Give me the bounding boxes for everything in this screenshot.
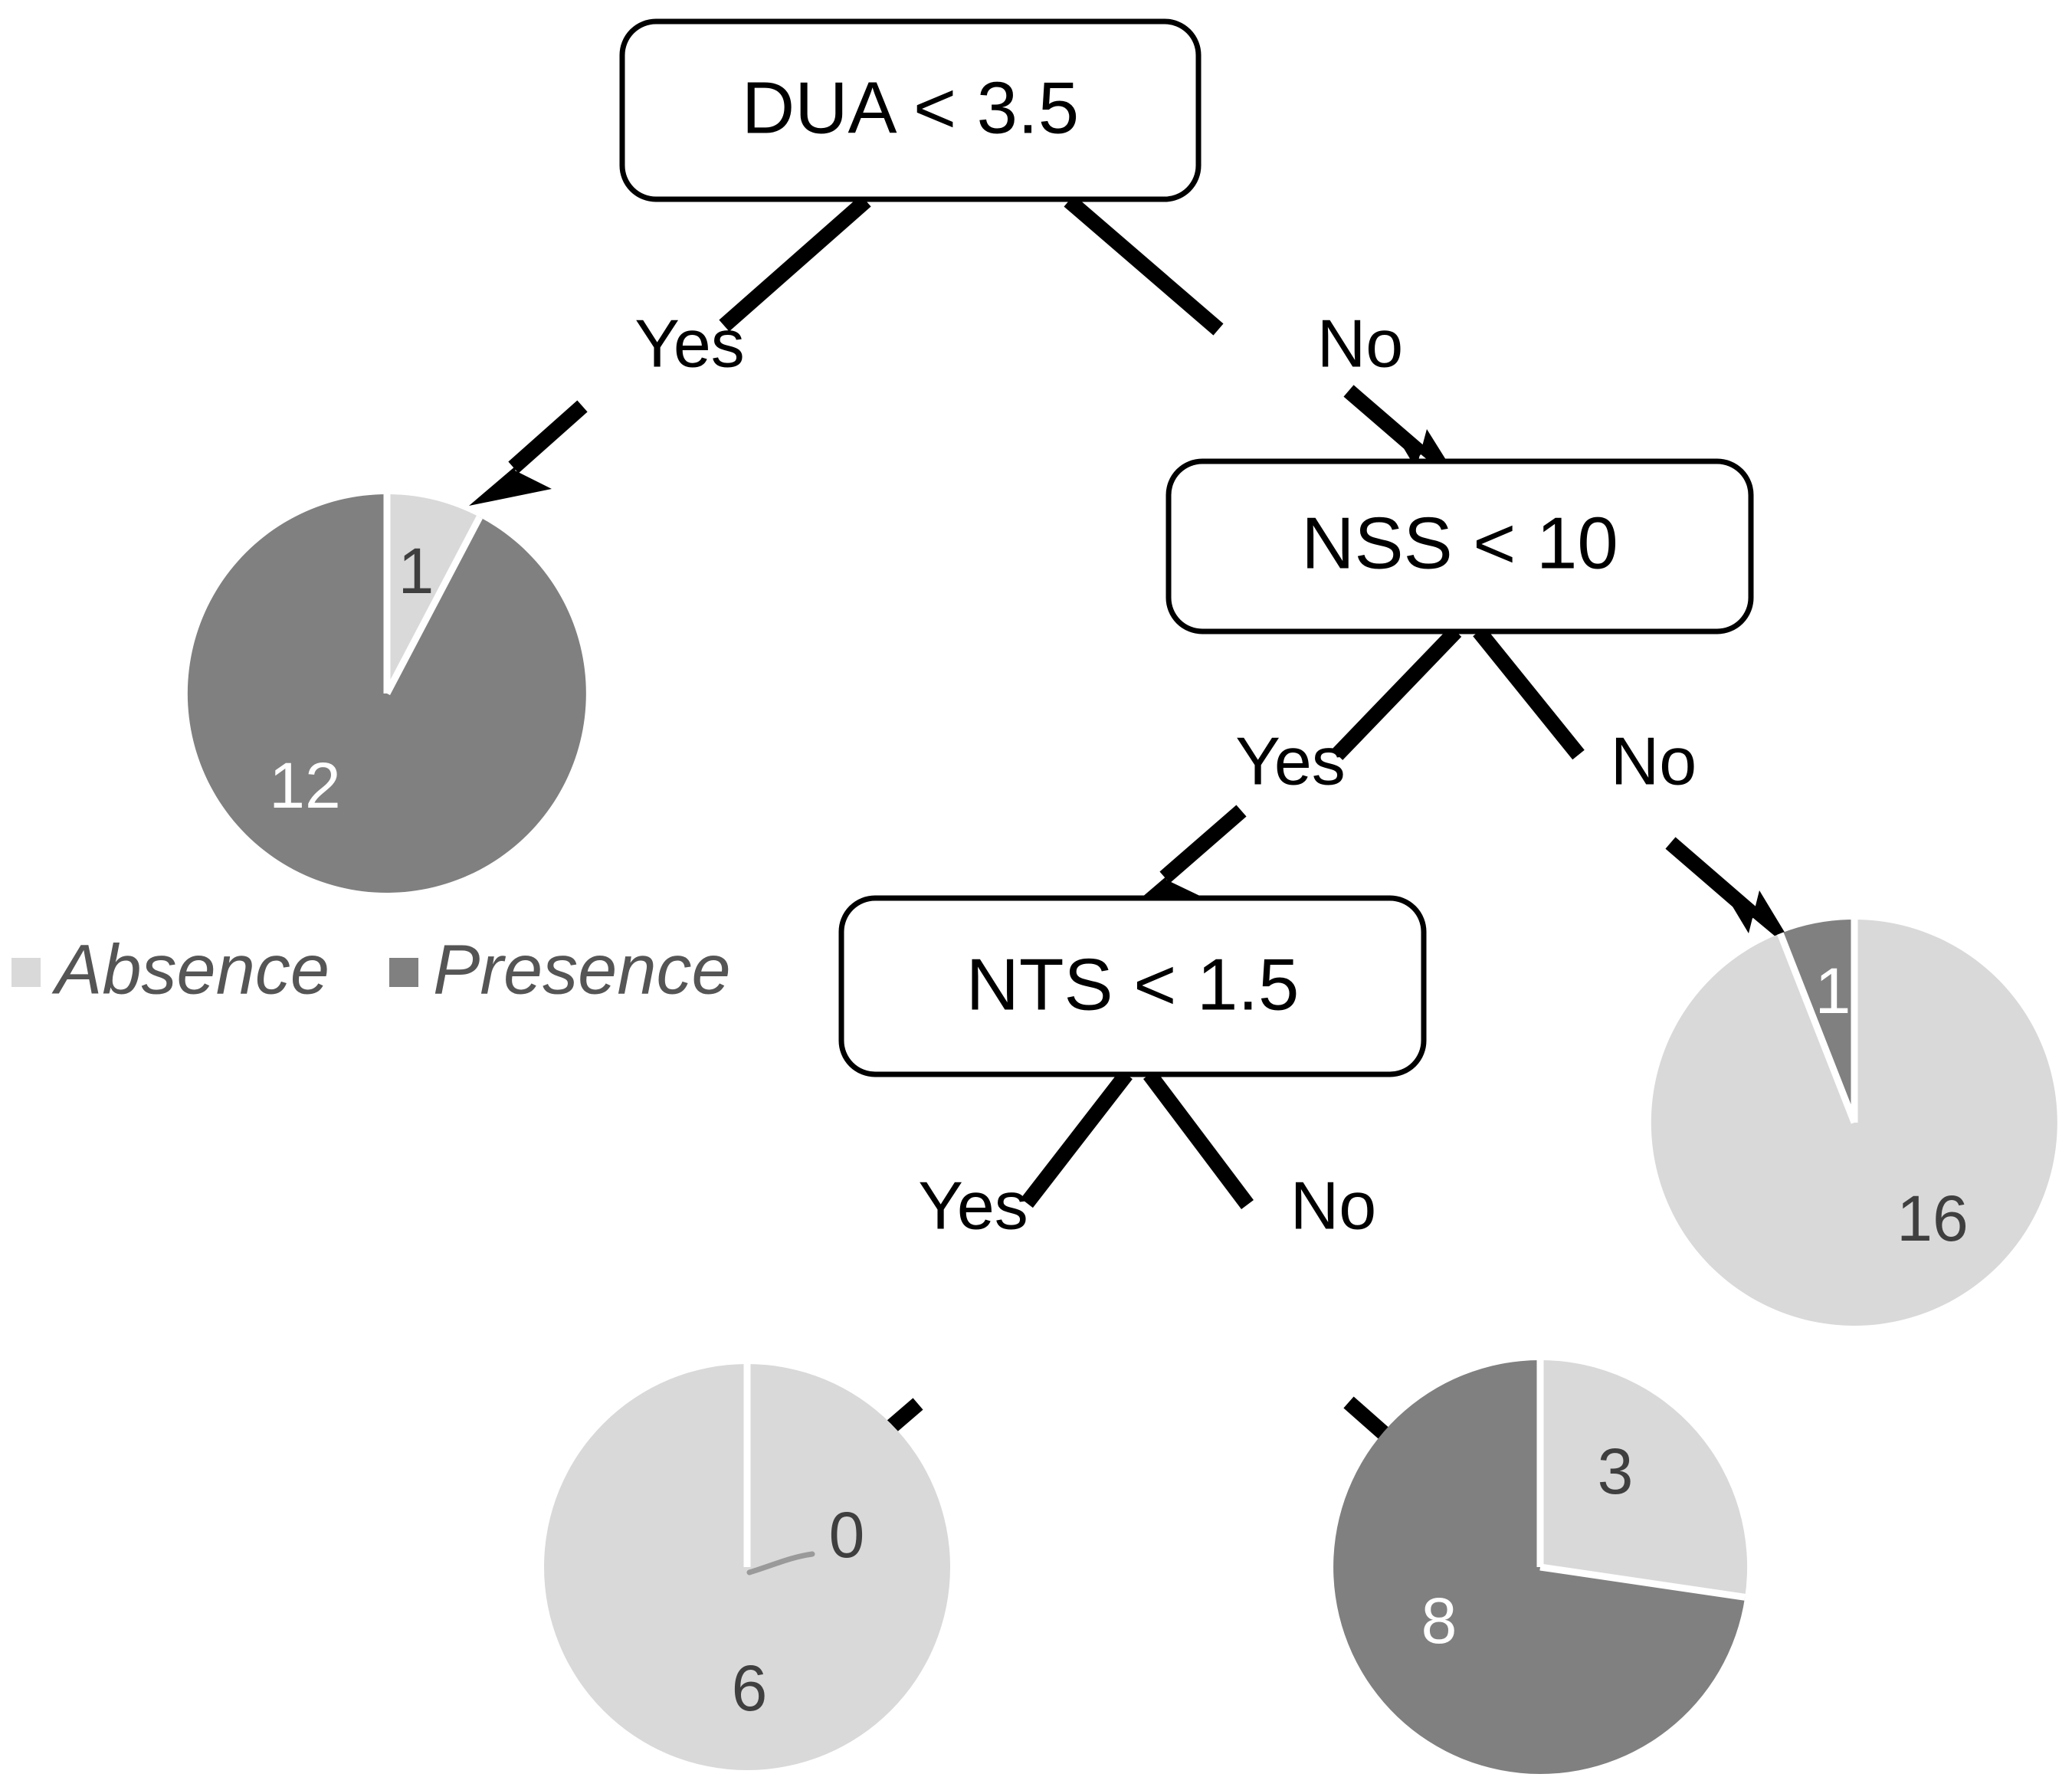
legend-item-presence[interactable]: Presence [389, 930, 731, 1008]
node-nts-label: NTS < 1.5 [966, 943, 1300, 1025]
pie-label-presence: 12 [269, 749, 340, 821]
branch-label-nss-no: No [1611, 723, 1697, 798]
node-nts-box[interactable] [838, 895, 1427, 1077]
node-nts[interactable]: NTS < 1.5 [838, 895, 1427, 1077]
edge-root-no [1064, 195, 1465, 490]
pie-slice-absence [1540, 1360, 1748, 1598]
arrow-root-yes [469, 400, 588, 506]
legend-label-absence: Absence [51, 930, 329, 1008]
branch-label-nts-no: No [1290, 1167, 1377, 1243]
pie-label-absence: 3 [1598, 1435, 1634, 1507]
branch-label-nss-yes: Yes [1235, 723, 1346, 798]
legend: Absence Presence [11, 930, 731, 1008]
branch-label-root-no: No [1317, 305, 1404, 381]
pie-separator [384, 515, 483, 696]
pie-separator [1539, 1563, 1746, 1601]
legend-item-absence[interactable]: Absence [11, 930, 329, 1008]
pie-label-absence: 6 [732, 1652, 768, 1724]
pie-chart-nss-no-leaf: 1 16 [1651, 919, 2057, 1326]
node-root-label: DUA < 3.5 [742, 67, 1079, 149]
legend-label-presence: Presence [433, 930, 731, 1008]
pie-chart-nts-no-leaf: 3 8 [1333, 1360, 1748, 1774]
node-nss-label: NSS < 10 [1301, 502, 1618, 584]
node-root-box[interactable] [619, 18, 1202, 202]
pie-separator [1777, 932, 1858, 1124]
pie-chart-root-yes-leaf: 1 12 [187, 493, 586, 893]
legend-swatch-absence-icon [11, 958, 41, 987]
pie-label-presence: 8 [1421, 1585, 1457, 1657]
pie-label-presence: 1 [1815, 955, 1851, 1027]
legend-swatch-presence-icon [389, 958, 418, 987]
pie-label-absence: 16 [1897, 1182, 1968, 1254]
pie-chart-nts-yes-leaf: 0 6 [544, 1364, 950, 1770]
node-root[interactable]: DUA < 3.5 [619, 18, 1202, 202]
pie-label-absence: 1 [398, 535, 434, 607]
node-nss[interactable]: NSS < 10 [1166, 458, 1754, 634]
branch-label-root-yes: Yes [634, 305, 745, 381]
pie-label-leader-line [746, 1551, 815, 1576]
pie-label-presence: 0 [829, 1499, 865, 1571]
branch-label-nts-yes: Yes [918, 1167, 1028, 1243]
edge-root-yes [469, 195, 871, 506]
node-nss-box[interactable] [1166, 458, 1754, 634]
